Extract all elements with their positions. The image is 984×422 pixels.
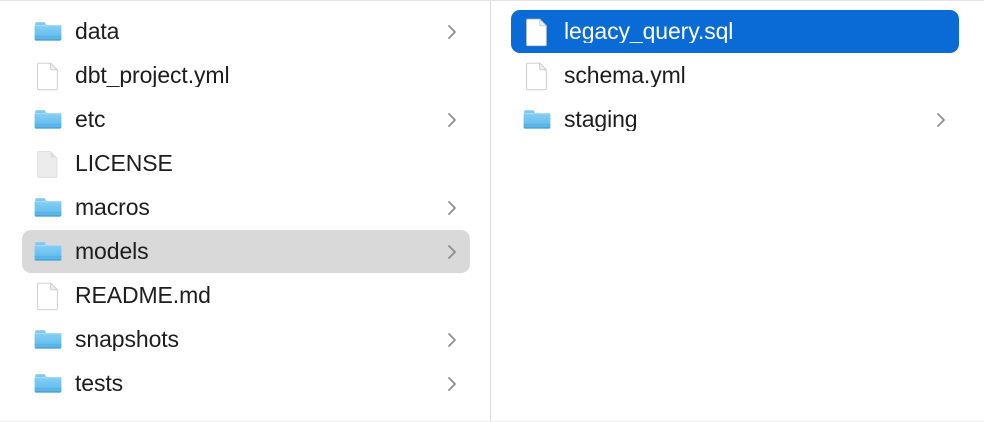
file-row[interactable]: legacy_query.sql — [511, 10, 959, 53]
item-label: snapshots — [75, 328, 179, 351]
folder-row[interactable]: etc — [22, 98, 470, 141]
item-label: data — [75, 20, 120, 43]
folder-icon — [33, 192, 63, 224]
item-label: dbt_project.yml — [75, 64, 230, 87]
file-row[interactable]: README.md — [22, 274, 470, 317]
document-icon — [33, 280, 63, 312]
item-label: legacy_query.sql — [564, 20, 734, 43]
item-label: README.md — [75, 284, 211, 307]
chevron-right-icon[interactable] — [446, 111, 458, 129]
file-row[interactable]: LICENSE — [22, 142, 470, 185]
column-child-list: legacy_query.sql schema.yml staging — [491, 1, 983, 141]
document-icon — [33, 60, 63, 92]
item-label: macros — [75, 196, 150, 219]
folder-row[interactable]: tests — [22, 362, 470, 405]
item-label: staging — [564, 108, 638, 131]
folder-icon — [33, 104, 63, 136]
file-row[interactable]: dbt_project.yml — [22, 54, 470, 97]
chevron-right-icon[interactable] — [446, 375, 458, 393]
item-label: tests — [75, 372, 124, 395]
document-icon — [522, 60, 552, 92]
item-label: etc — [75, 108, 106, 131]
folder-row[interactable]: snapshots — [22, 318, 470, 361]
folder-icon — [33, 368, 63, 400]
chevron-right-icon[interactable] — [935, 111, 947, 129]
folder-icon — [522, 104, 552, 136]
file-row[interactable]: schema.yml — [511, 54, 959, 97]
folder-row[interactable]: macros — [22, 186, 470, 229]
generic-file-icon — [33, 148, 63, 180]
chevron-right-icon[interactable] — [446, 243, 458, 261]
column-child[interactable]: legacy_query.sql schema.yml staging — [491, 1, 983, 421]
chevron-right-icon[interactable] — [446, 331, 458, 349]
folder-icon — [33, 324, 63, 356]
item-label: schema.yml — [564, 64, 686, 87]
document-icon — [522, 16, 552, 48]
folder-icon — [33, 16, 63, 48]
folder-icon — [33, 236, 63, 268]
item-label: LICENSE — [75, 152, 173, 175]
folder-row[interactable]: staging — [511, 98, 959, 141]
item-label: models — [75, 240, 149, 263]
folder-row[interactable]: models — [22, 230, 470, 273]
chevron-right-icon[interactable] — [446, 199, 458, 217]
chevron-right-icon[interactable] — [446, 23, 458, 41]
folder-row[interactable]: data — [22, 10, 470, 53]
